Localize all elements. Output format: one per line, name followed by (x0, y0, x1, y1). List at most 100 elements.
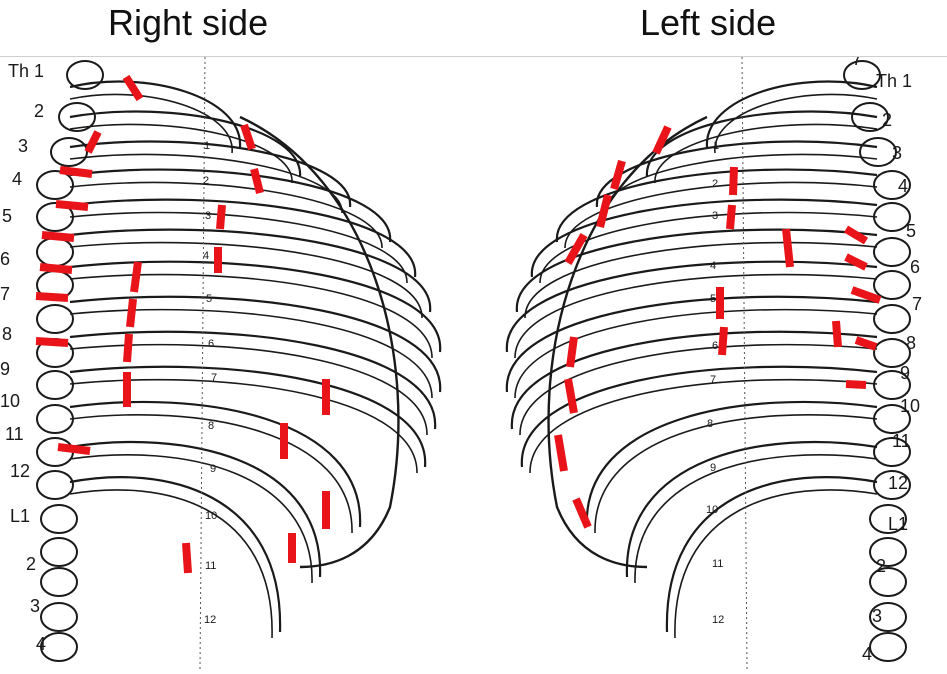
right-vertebra (41, 603, 77, 631)
left-vertebra-label: 6 (910, 257, 920, 277)
right-rib-number: 8 (208, 420, 214, 432)
right-vertebra (41, 538, 77, 566)
injury-marker (786, 229, 790, 267)
right-vertebra (37, 238, 73, 266)
right-rib-number: 10 (205, 510, 217, 522)
left-rib-number: 3 (712, 210, 718, 222)
right-vertebra (37, 371, 73, 399)
injury-marker (36, 296, 68, 298)
injury-marker (722, 327, 724, 355)
injury-marker (568, 379, 574, 413)
injury-marker (568, 235, 584, 263)
injury-marker (56, 204, 88, 207)
left-vertebra-label: 10 (900, 396, 920, 416)
injury-marker (576, 499, 588, 527)
left-vertebra-label: 4 (862, 644, 872, 664)
left-rib (667, 477, 877, 632)
injury-marker (40, 267, 72, 270)
right-rib-number: 1 (204, 140, 210, 152)
left-vertebra-label: 11 (892, 431, 911, 451)
right-rib (70, 442, 320, 577)
rib-cage-illustration: Th 123456789101112L12347Th 1234567891011… (0, 57, 947, 674)
injury-marker (88, 132, 98, 152)
right-vertebra-label: 10 (0, 391, 20, 411)
right-vertebra-label: 8 (2, 324, 12, 344)
right-vertebra-label: 3 (18, 136, 28, 156)
injury-marker (42, 235, 74, 238)
left-rib-number: 8 (707, 418, 713, 430)
right-vertebra-label: 5 (2, 206, 12, 226)
right-vertebra-label: 2 (34, 101, 44, 121)
left-side-title: Left side (640, 2, 776, 44)
right-vertebra (37, 405, 73, 433)
right-vertebra-label: 3 (30, 596, 40, 616)
injury-marker (127, 334, 129, 362)
right-vertebra-label: 11 (5, 424, 24, 444)
left-vertebra (870, 633, 906, 661)
right-rib-inner (70, 243, 422, 318)
right-rib-number: 2 (203, 175, 209, 187)
right-vertebra-label: 6 (0, 249, 10, 269)
right-vertebra-label: 12 (10, 461, 30, 481)
right-rib-inner (70, 490, 272, 638)
injury-marker (733, 167, 734, 195)
left-vertebra-label: 2 (882, 110, 892, 130)
left-rib-number: 6 (712, 340, 718, 352)
left-vertebra-label: 4 (898, 176, 908, 196)
right-rib-number: 5 (206, 293, 212, 305)
left-rib-inner (540, 213, 877, 283)
right-rib-cage-drawing (37, 57, 440, 669)
right-vertebra-label: 9 (0, 359, 10, 379)
left-vertebra-label: L1 (888, 514, 908, 534)
right-vertebra (37, 471, 73, 499)
injury-marker (558, 435, 564, 471)
right-vertebra (41, 568, 77, 596)
right-vertebra-label: 7 (0, 284, 10, 304)
right-rib-number: 7 (211, 372, 217, 384)
left-rib (627, 442, 877, 577)
left-vertebra-label: 3 (892, 143, 902, 163)
left-rib-number: 4 (710, 260, 716, 272)
left-vertebra-label: 9 (900, 363, 910, 383)
injury-marker (186, 543, 188, 573)
right-rib-number: 9 (210, 463, 216, 475)
left-vertebra-label: 12 (888, 473, 908, 493)
left-vertebra (874, 271, 910, 299)
right-vertebra-label: 4 (36, 634, 46, 654)
right-vertebra (37, 305, 73, 333)
injury-marker (134, 262, 138, 292)
injury-marker (656, 127, 668, 153)
left-rib-inner (635, 455, 877, 583)
left-vertebra-label: 7 (912, 294, 922, 314)
left-vertebra (874, 305, 910, 333)
left-rib-number: 1 (713, 140, 719, 152)
right-vertebra (41, 633, 77, 661)
right-side-title: Right side (108, 2, 268, 44)
right-vertebra-label: 4 (12, 169, 22, 189)
left-vertebra-label: 2 (876, 556, 886, 576)
injury-marker (220, 205, 222, 229)
left-rib-number: 10 (706, 504, 718, 516)
left-vertebra-label: 7 (852, 57, 862, 69)
left-rib-inner (595, 415, 877, 533)
right-vertebra-label: 2 (26, 554, 36, 574)
left-rib-number: 7 (710, 374, 716, 386)
left-rib-number: 9 (710, 462, 716, 474)
injury-marker (36, 341, 68, 343)
right-rib-number: 3 (205, 210, 211, 222)
injury-marker (570, 337, 574, 367)
right-rib-inner (70, 213, 407, 283)
markers-layer (36, 77, 880, 573)
injury-marker (600, 195, 608, 227)
right-rib-number: 11 (205, 560, 216, 572)
left-vertebra-label: Th 1 (876, 71, 912, 91)
left-vertebra-label: 3 (872, 606, 882, 626)
left-vertebra (874, 238, 910, 266)
injury-marker (846, 384, 866, 385)
injury-marker (730, 205, 732, 229)
left-vertebra-label: 8 (906, 333, 916, 353)
right-rib-number: 4 (203, 250, 209, 262)
right-vertebra (51, 138, 87, 166)
left-midline (742, 57, 747, 669)
injury-marker (614, 161, 622, 189)
